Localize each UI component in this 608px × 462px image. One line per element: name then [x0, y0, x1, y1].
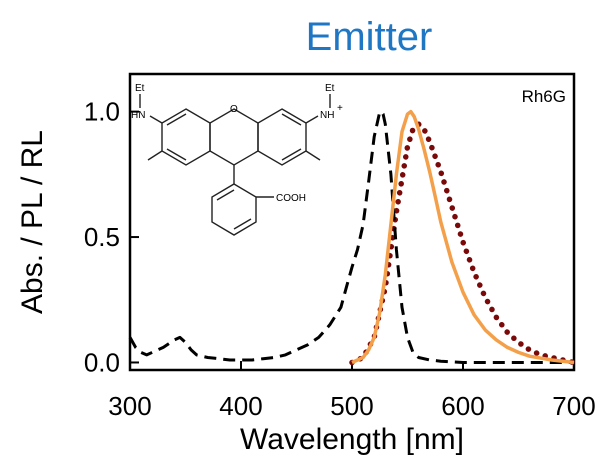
plot-area: 300 400 500 600 700 0.0 0.5 1.0: [84, 72, 596, 421]
pl-line: [351, 109, 575, 365]
absorption-line: [128, 110, 574, 364]
amine-bond-left: [149, 115, 163, 124]
right-ring: [257, 108, 307, 166]
x-tick-label: 300: [108, 391, 151, 421]
x-axis-label: Wavelength [nm]: [240, 423, 464, 456]
amine-bond-right: [305, 115, 319, 124]
ethyl-label-left: Et: [135, 83, 145, 94]
central-ring: [209, 108, 259, 166]
x-tick-label: 400: [219, 391, 262, 421]
nh-label: NH: [320, 110, 334, 121]
methyl-left: [147, 150, 163, 161]
phenyl-ring: [211, 183, 257, 236]
y-tick-label: 0.0: [84, 347, 120, 377]
methyl-right: [305, 150, 321, 161]
chart-title: Emitter: [306, 15, 433, 59]
rhodamine-6g-structure: Et HN Et NH + O COOH: [131, 83, 343, 236]
y-axis-label: Abs. / PL / RL: [16, 130, 49, 314]
cooh-label: COOH: [276, 193, 306, 204]
ethyl-label-right: Et: [325, 83, 335, 94]
x-tick-label: 600: [441, 391, 484, 421]
left-ring: [161, 108, 211, 166]
rl-line: [349, 121, 577, 366]
hn-label: HN: [131, 110, 145, 121]
plot-frame: [128, 72, 576, 372]
double-bond: [281, 148, 302, 161]
x-tick-label: 700: [552, 391, 595, 421]
sample-label: Rh6G: [522, 87, 566, 106]
phenyl-double: [233, 218, 252, 230]
x-tick-label: 500: [330, 391, 373, 421]
phenyl-double: [216, 189, 235, 201]
charge-label: +: [337, 103, 343, 114]
y-tick-label: 0.5: [84, 222, 120, 252]
double-bond: [281, 113, 302, 126]
double-bond: [166, 113, 187, 126]
y-tick-label: 1.0: [84, 97, 120, 127]
oxygen-label: O: [230, 104, 238, 115]
double-bond: [166, 148, 187, 161]
